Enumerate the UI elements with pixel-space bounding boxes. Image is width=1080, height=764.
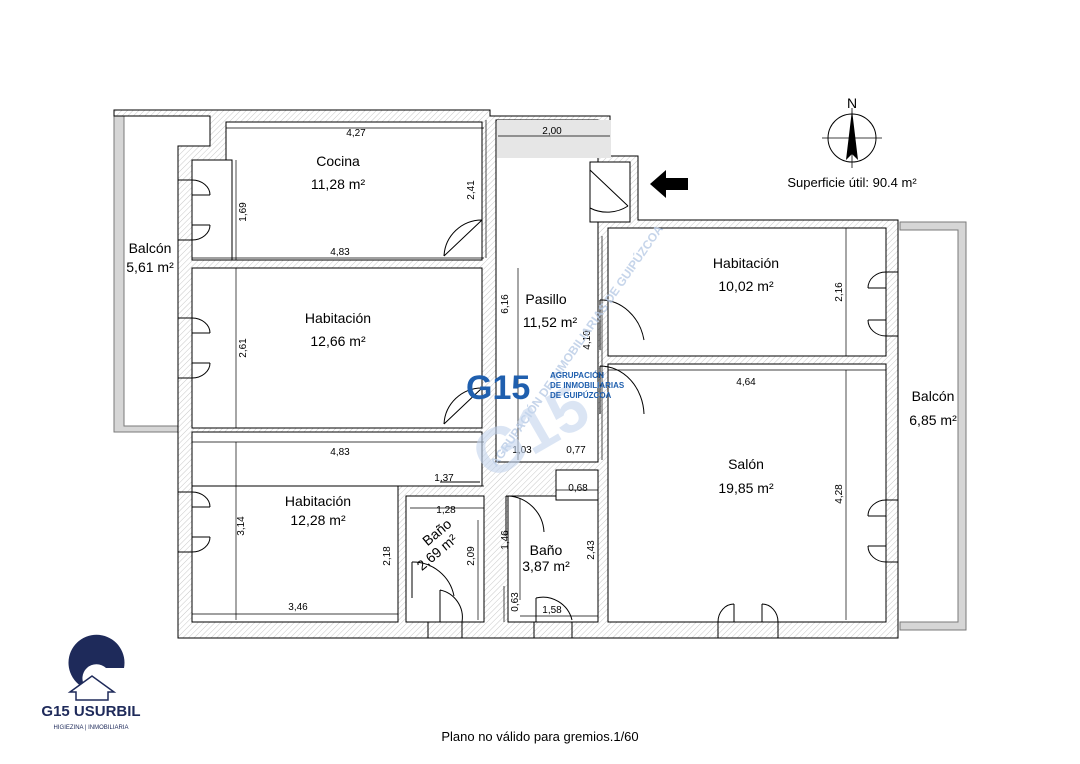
logo-tagline: HIGIEZINA | INMOBILIARIA	[54, 725, 129, 731]
hab-mid-area	[191, 267, 483, 429]
dim-label: 3,46	[288, 602, 308, 613]
dim-label: 4,28	[834, 484, 845, 504]
hab-bottom-strip	[191, 431, 483, 487]
bano-right-area-label: 3,87 m²	[522, 558, 570, 574]
watermark-line1: AGRUPACIÓN	[550, 371, 604, 380]
cocina-alcove	[191, 159, 233, 261]
hab-right-name: Habitación	[713, 255, 779, 271]
dim-label: 2,61	[238, 338, 249, 358]
balcon-right-area-label: 6,85 m²	[909, 412, 957, 428]
footer-note: Plano no válido para gremios.1/60	[441, 729, 638, 744]
cocina-area	[225, 121, 483, 261]
balcon-right-name: Balcón	[912, 388, 955, 404]
watermark-line2: DE INMOBILIARIAS	[550, 381, 625, 390]
entry-hatch	[497, 120, 611, 158]
salon-area-label: 19,85 m²	[718, 480, 774, 496]
dim-label: 1,58	[542, 605, 562, 616]
pasillo-name: Pasillo	[525, 291, 566, 307]
compass-icon	[822, 108, 882, 168]
compass-north-letter: N	[847, 95, 857, 111]
logo-emblem-icon	[68, 634, 125, 693]
logo-house-icon	[67, 675, 117, 701]
dim-label: 2,16	[834, 282, 845, 302]
dim-label: 1,46	[500, 530, 511, 550]
bano-right-area	[507, 495, 599, 623]
dim-label: 2,00	[542, 126, 562, 137]
hab-right-area-label: 10,02 m²	[718, 278, 774, 294]
dimension-lines	[192, 120, 886, 622]
entrance-arrow-icon	[650, 170, 688, 198]
dim-label: 4,64	[736, 377, 756, 388]
dim-label: 0,63	[510, 592, 521, 612]
watermark-line3: DE GUIPÚZCOA	[550, 391, 612, 400]
hab-bottom-name: Habitación	[285, 493, 351, 509]
dim-label: 0,68	[568, 483, 588, 494]
hab-right-area	[607, 227, 887, 357]
pasillo-area-label: 11,52 m²	[523, 314, 578, 330]
hab-mid-name: Habitación	[305, 310, 371, 326]
doors	[411, 169, 645, 623]
dim-label: 0,77	[566, 445, 586, 456]
bano-right-name: Baño	[530, 542, 563, 558]
salon-name: Salón	[728, 456, 764, 472]
dim-label: 4,83	[330, 247, 350, 258]
dim-label: 2,09	[466, 546, 477, 566]
balcony-right-rail	[899, 221, 967, 631]
company-logo: G15 USURBIL HIGIEZINA | INMOBILIARIA	[41, 634, 141, 731]
pasillo-area	[495, 119, 599, 463]
windows	[178, 179, 898, 638]
dim-label: 1,37	[434, 473, 454, 484]
dim-label: 1,03	[512, 445, 532, 456]
hab-mid-area-label: 12,66 m²	[310, 333, 366, 349]
dim-label: 6,16	[500, 294, 511, 314]
dim-label: 1,28	[436, 505, 456, 516]
cocina-area-label: 11,28 m²	[311, 176, 366, 192]
bano-small-area	[405, 495, 485, 623]
cocina-name: Cocina	[316, 153, 360, 169]
balcon-left-area-label: 5,61 m²	[126, 259, 174, 275]
dim-label: 4,10	[582, 330, 593, 350]
dim-label: 4,83	[330, 447, 350, 458]
dim-label: 2,18	[382, 546, 393, 566]
hab-bottom-area-label: 12,28 m²	[290, 512, 346, 528]
dim-label: 1,69	[238, 202, 249, 222]
dim-label: 3,14	[236, 516, 247, 536]
logo-brand: G15 USURBIL	[41, 703, 140, 720]
dim-label: 4,27	[346, 128, 366, 139]
dim-label: 2,43	[586, 540, 597, 560]
balcon-left-name: Balcón	[129, 240, 172, 256]
salon-area	[607, 363, 887, 623]
dim-label: 2,41	[466, 180, 477, 200]
superficie-util: Superficie útil: 90.4 m²	[787, 175, 917, 190]
bano-right-niche	[555, 469, 599, 501]
pasillo-entry	[589, 161, 631, 223]
watermark-g15: G15	[466, 369, 530, 407]
